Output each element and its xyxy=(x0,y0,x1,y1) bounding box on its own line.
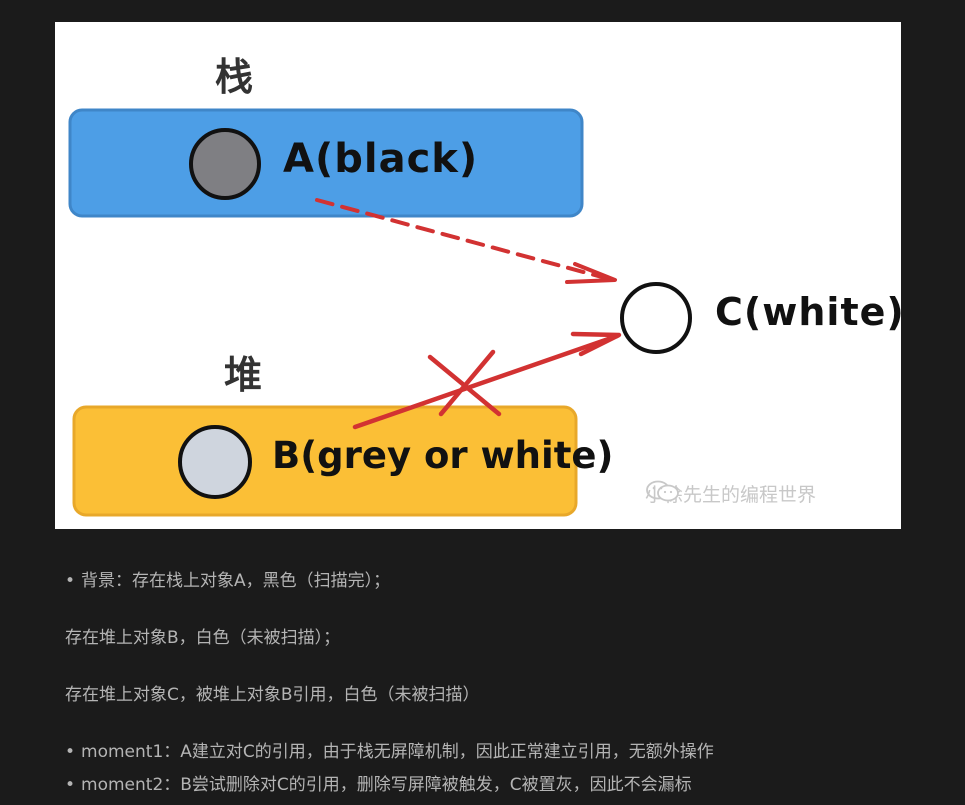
paragraph-moment1: moment1：A建立对C的引用，由于栈无屏障机制，因此正常建立引用，无额外操作 xyxy=(65,737,714,762)
stack-box xyxy=(68,108,584,218)
cross-mark-2 xyxy=(438,349,496,417)
arrow-b-to-c xyxy=(352,333,620,430)
arrow-a-to-c-head xyxy=(565,262,617,284)
heap-label: 堆 xyxy=(224,353,263,397)
paragraph-text: 背景：存在栈上对象A，黑色（扫描完）； xyxy=(81,571,391,591)
paragraph-object-c: 存在堆上对象C，被堆上对象B引用，白色（未被扫描） xyxy=(65,680,480,705)
object-a-label: A(black) xyxy=(283,136,479,182)
object-a-circle xyxy=(189,128,261,200)
object-c-label: C(white) xyxy=(715,290,905,334)
object-b-label: B(grey or white) xyxy=(272,434,614,477)
stack-label: 栈 xyxy=(215,55,254,99)
paragraph-text: moment2：B尝试删除对C的引用，删除写屏障被触发，C被置灰，因此不会漏标 xyxy=(81,775,692,795)
arrow-a-to-c xyxy=(315,198,615,282)
diagram-canvas xyxy=(68,108,692,517)
paragraph-text: 存在堆上对象C，被堆上对象B引用，白色（未被扫描） xyxy=(65,685,480,705)
wechat-icon xyxy=(646,480,679,502)
paragraph-moment2: moment2：B尝试删除对C的引用，删除写屏障被触发，C被置灰，因此不会漏标 xyxy=(65,770,692,795)
watermark-text: 小徐先生的编程世界 xyxy=(645,484,817,506)
diagram-figure: 栈 堆 A(black) C(white) B(grey or white) 小… xyxy=(55,22,904,529)
paragraph-text: 存在堆上对象B，白色（未被扫描）； xyxy=(65,628,341,648)
object-b-circle xyxy=(178,425,252,499)
paragraph-object-b: 存在堆上对象B，白色（未被扫描）； xyxy=(65,623,340,648)
object-c-circle xyxy=(620,282,692,354)
paragraph-text: moment1：A建立对C的引用，由于栈无屏障机制，因此正常建立引用，无额外操作 xyxy=(81,742,714,762)
watermark: 小徐先生的编程世界 xyxy=(645,480,816,507)
arrow-b-to-c-head xyxy=(570,331,622,357)
paragraph-background: 背景：存在栈上对象A，黑色（扫描完）； xyxy=(65,566,390,591)
